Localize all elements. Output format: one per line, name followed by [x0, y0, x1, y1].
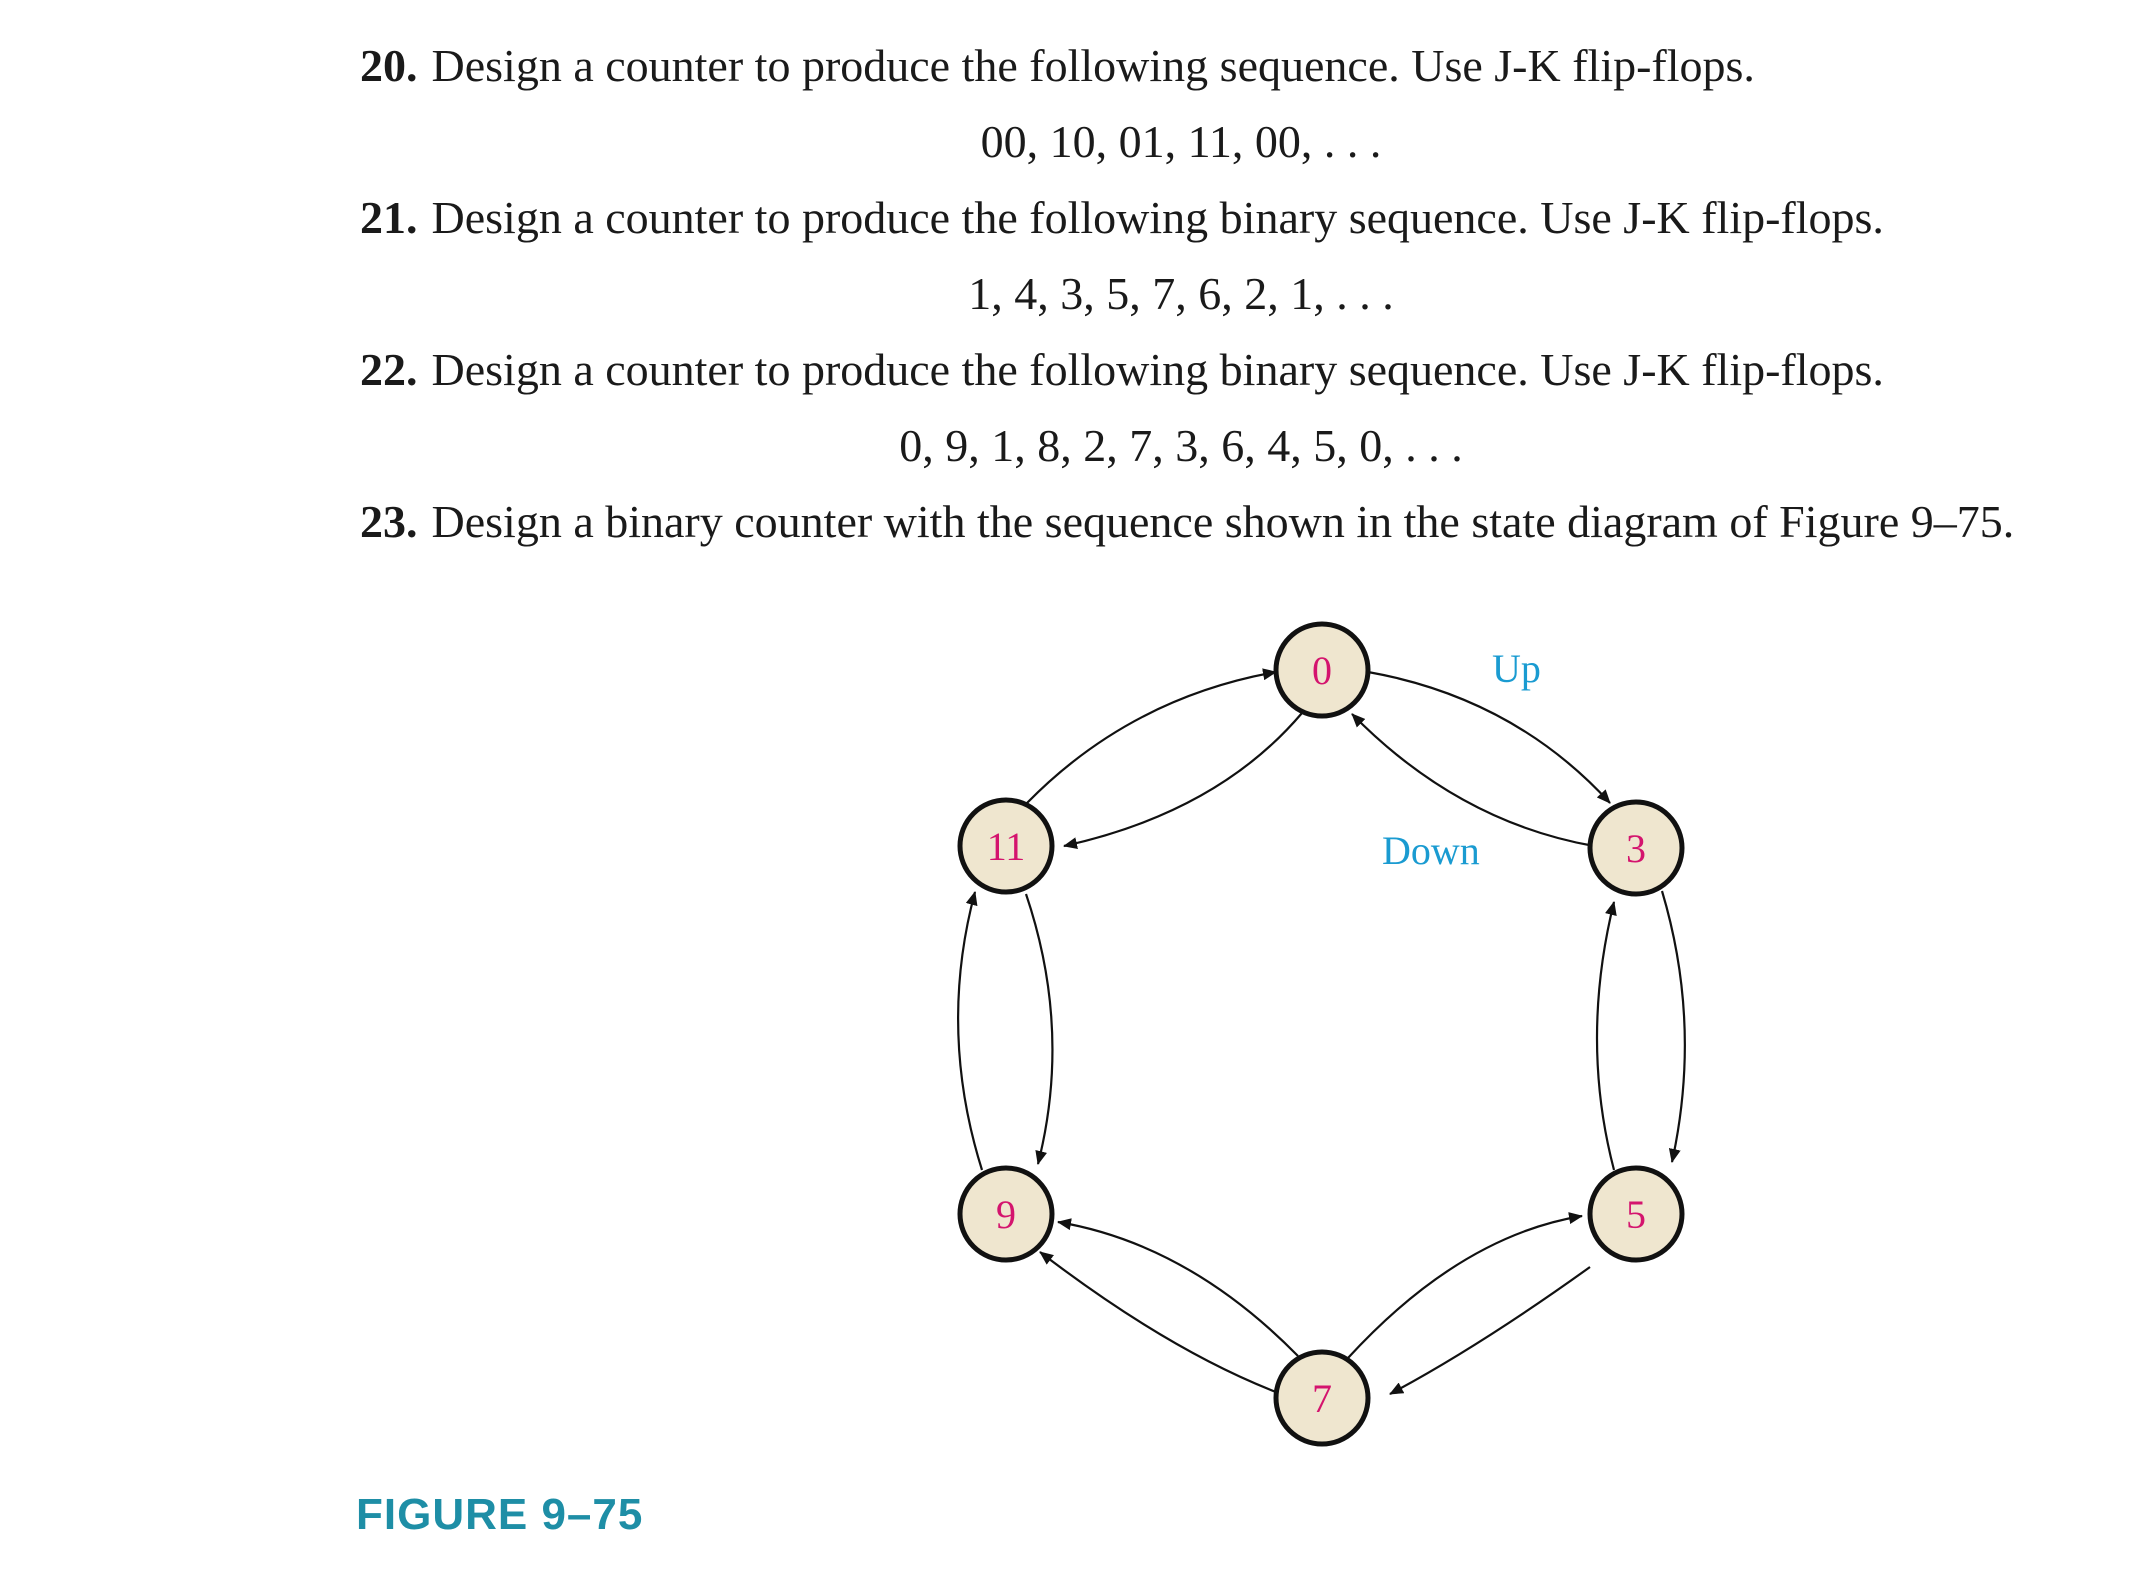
transition-down-7-5: [1347, 1212, 1583, 1359]
transition-down-11-9: [1024, 893, 1054, 1165]
state-label: 7: [1312, 1376, 1332, 1421]
problem-21-sequence: 1, 4, 3, 5, 7, 6, 2, 1, . . .: [968, 268, 1394, 319]
problem-text: Design a binary counter with the sequenc…: [431, 496, 2015, 547]
state-node-3: 3: [1587, 799, 1685, 897]
problem-number: 22.: [360, 344, 418, 395]
transition-up-5-7: [1389, 1266, 1591, 1395]
problem-22: 22. Design a counter to produce the follo…: [360, 342, 1884, 398]
down-label: Down: [1382, 828, 1480, 873]
transition-up-3-5: [1660, 890, 1686, 1163]
state-label: 3: [1626, 826, 1646, 871]
state-label: 5: [1626, 1192, 1646, 1237]
down-transitions: [1024, 712, 1617, 1359]
problem-number: 23.: [360, 496, 418, 547]
transition-down-9-7: [1058, 1222, 1298, 1356]
problem-22-sequence: 0, 9, 1, 8, 2, 7, 3, 6, 4, 5, 0, . . .: [899, 420, 1463, 471]
state-label: 11: [987, 824, 1026, 869]
transition-down-3-0: [1351, 713, 1595, 848]
transition-down-0-11: [1063, 712, 1303, 850]
figure-caption: FIGURE 9–75: [356, 1490, 644, 1539]
problem-text: Design a counter to produce the followin…: [431, 40, 1755, 91]
transition-up-11-0: [1026, 668, 1277, 804]
state-node-7: 7: [1273, 1349, 1371, 1447]
state-node-9: 9: [957, 1165, 1055, 1263]
problem-20-sequence: 00, 10, 01, 11, 00, . . .: [980, 116, 1382, 167]
state-label: 9: [996, 1192, 1016, 1237]
transition-up-0-3: [1367, 670, 1611, 804]
transition-down-5-3: [1595, 901, 1617, 1171]
problem-number: 20.: [360, 40, 418, 91]
transition-up-7-9: [1057, 1218, 1299, 1357]
up-transitions: [957, 668, 1686, 1395]
problem-text: Design a counter to produce the followin…: [431, 192, 1884, 243]
up-label: Up: [1492, 646, 1541, 691]
problem-20: 20. Design a counter to produce the follo…: [360, 38, 1755, 94]
state-node-0: 0: [1273, 621, 1371, 719]
problem-text: Design a counter to produce the followin…: [431, 344, 1884, 395]
transition-down-7-9: [1039, 1251, 1277, 1394]
state-node-11: 11: [957, 797, 1055, 895]
transition-up-9-11: [957, 891, 984, 1171]
state-label: 0: [1312, 648, 1332, 693]
problem-23: 23. Design a binary counter with the sequ…: [360, 494, 2014, 550]
problem-number: 21.: [360, 192, 418, 243]
state-node-5: 5: [1587, 1165, 1685, 1263]
problem-21: 21. Design a counter to produce the follo…: [360, 190, 1884, 246]
transition-down-9-7-drawn: [1062, 1218, 1296, 1352]
